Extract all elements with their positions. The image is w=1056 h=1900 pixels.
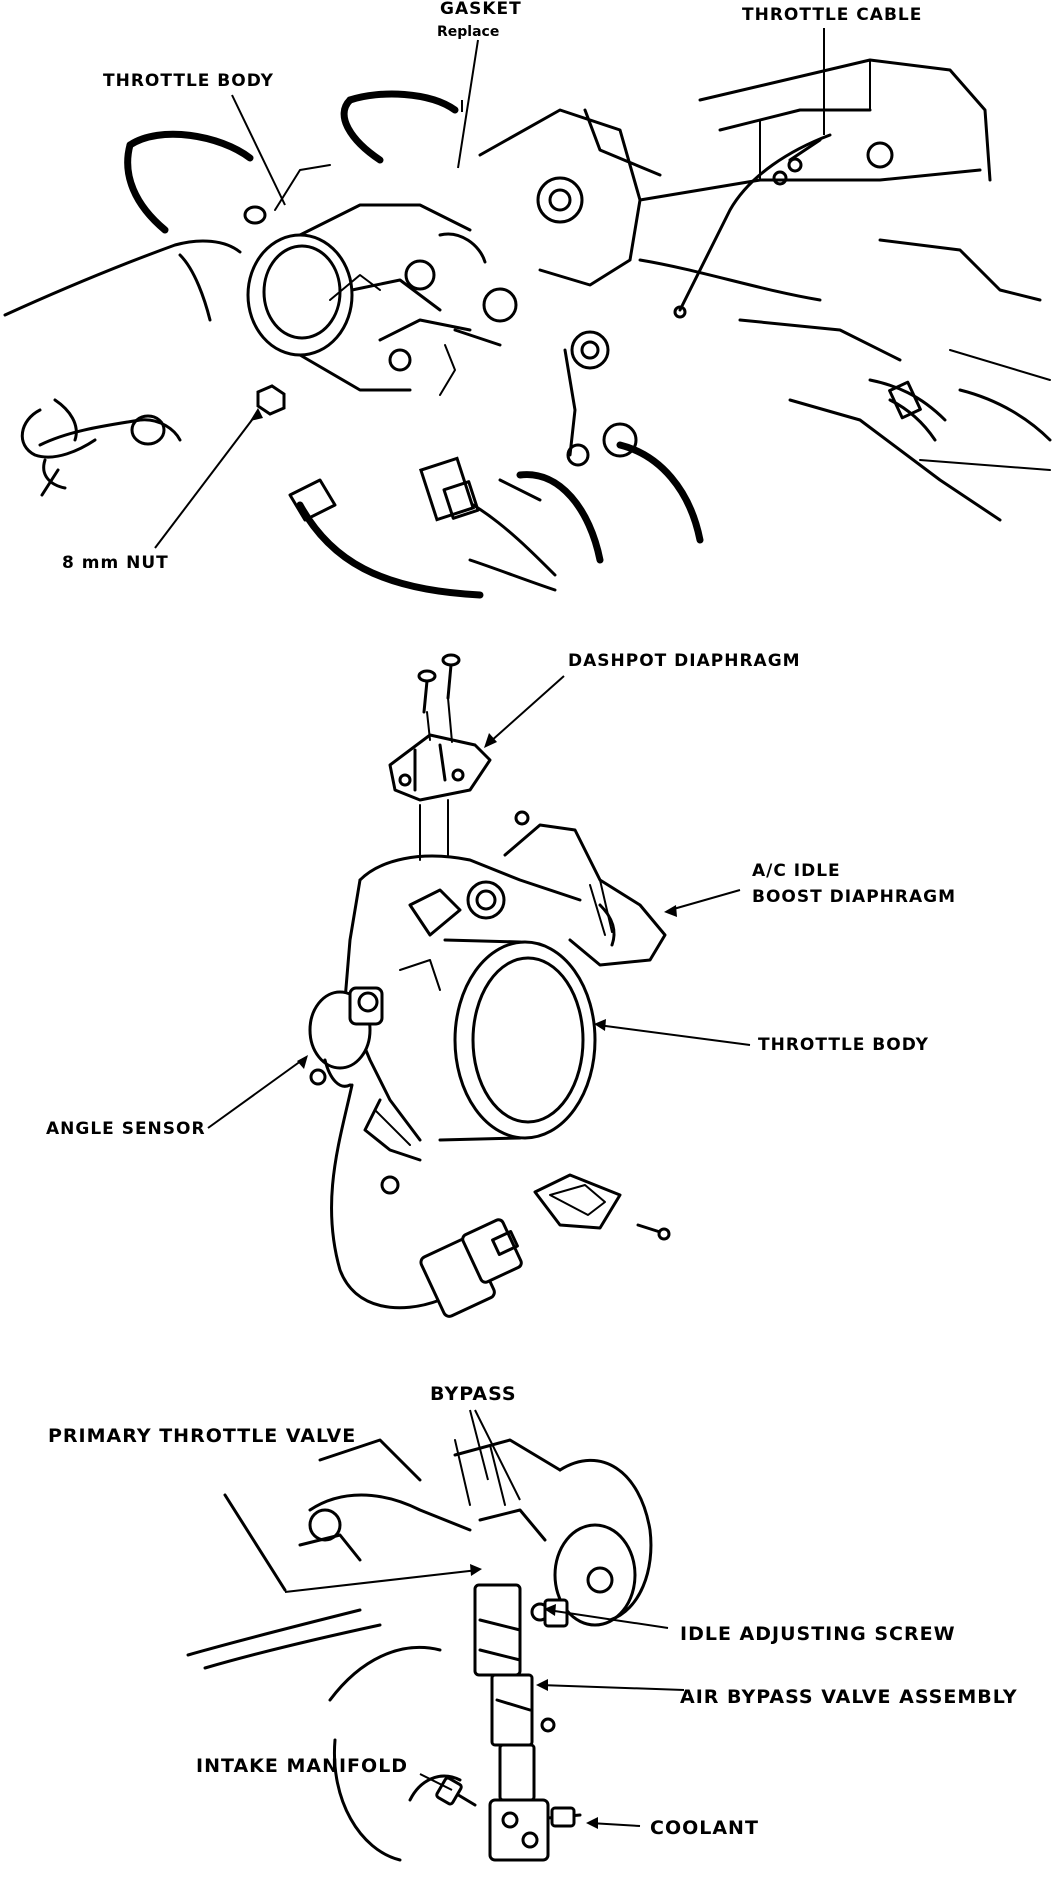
mounting-bolts [417, 653, 461, 714]
throttle-body-fig1 [243, 164, 518, 396]
angle-sensor [308, 986, 384, 1088]
label-boost-diaphragm: BOOST DIAPHRAGM [752, 887, 956, 907]
label-8mm-nut: 8 mm NUT [62, 553, 169, 573]
sensor-connector [330, 1083, 523, 1318]
hose-clamp [20, 398, 97, 497]
air-bypass-valve [473, 1583, 569, 1862]
label-throttle-cable: THROTTLE CABLE [742, 5, 922, 25]
nut-8mm [256, 384, 286, 416]
label-gasket: GASKET [440, 0, 522, 19]
label-intake-manifold: INTAKE MANIFOLD [196, 1755, 408, 1777]
label-throttle-body-fig1: THROTTLE BODY [103, 71, 274, 91]
label-primary-throttle-valve: PRIMARY THROTTLE VALVE [48, 1425, 356, 1447]
intake-manifold-fig1 [478, 58, 1051, 522]
label-ac-idle: A/C IDLE [752, 861, 841, 881]
throttle-cable [673, 133, 832, 319]
label-air-bypass-valve: AIR BYPASS VALVE ASSEMBLY [680, 1686, 1018, 1708]
label-angle-sensor: ANGLE SENSOR [46, 1119, 206, 1139]
throttle-body-fig3 [298, 1438, 653, 1627]
figure-2-throttle-body: DASHPOT DIAPHRAGM A/C IDLE BOOST DIAPHRA… [46, 651, 956, 1318]
throttle-body-main [343, 854, 597, 1195]
coolant-hose-right [868, 378, 1052, 442]
label-dashpot-diaphragm: DASHPOT DIAPHRAGM [568, 651, 801, 671]
figure-1-engine-view: GASKET Replace THROTTLE CABLE THROTTLE B… [3, 0, 1052, 599]
intake-duct [3, 239, 242, 447]
label-coolant: COOLANT [650, 1817, 759, 1839]
label-bypass: BYPASS [430, 1383, 517, 1405]
vacuum-hose [124, 90, 459, 234]
label-throttle-body-fig2: THROTTLE BODY [758, 1035, 929, 1055]
leader-lines-fig3 [284, 1409, 685, 1829]
leader-lines-fig1 [154, 28, 825, 549]
label-gasket-note: Replace [437, 24, 499, 40]
leader-lines-fig2 [207, 675, 751, 1129]
label-idle-adjusting-screw: IDLE ADJUSTING SCREW [680, 1623, 956, 1645]
ac-idle-boost-diaphragm [503, 810, 667, 967]
dashpot-diaphragm [388, 697, 492, 861]
lower-hoses [288, 330, 704, 599]
gasket-and-screw [533, 1173, 671, 1241]
figure-3-bypass-detail: BYPASS PRIMARY THROTTLE VALVE IDLE ADJUS… [48, 1383, 1018, 1862]
